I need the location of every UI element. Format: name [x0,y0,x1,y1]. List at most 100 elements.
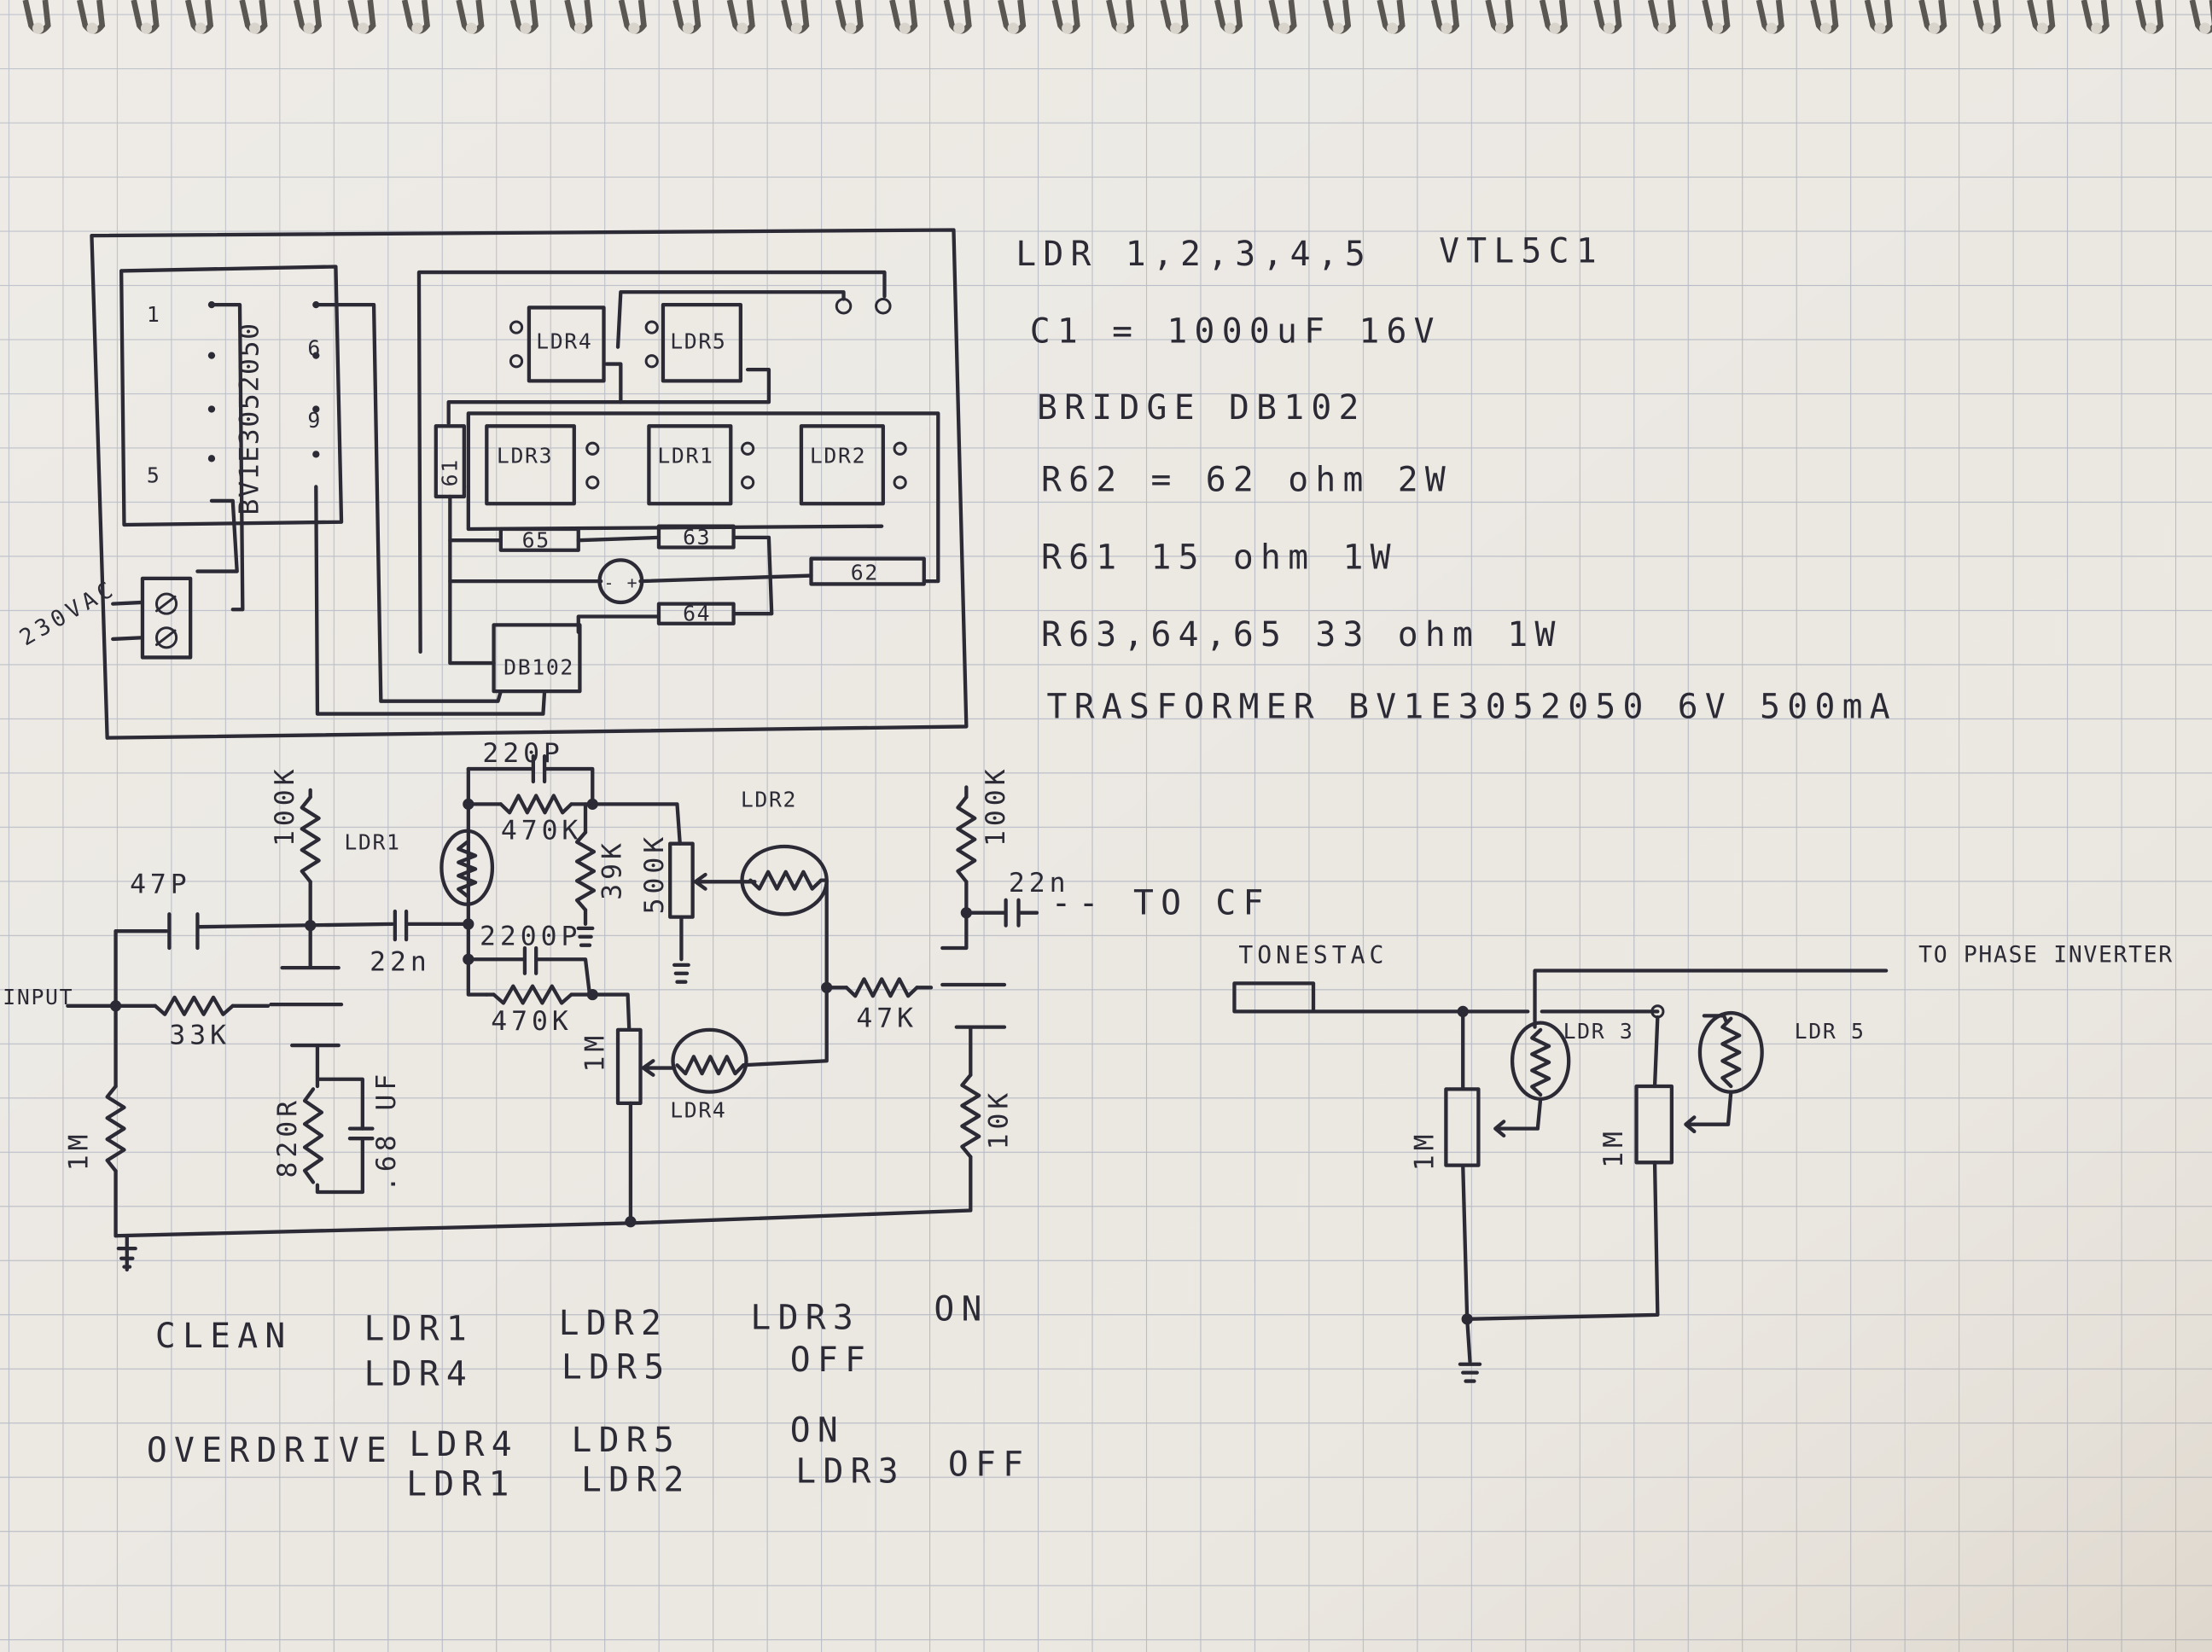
clean-on-ldr: LDR1 [364,1310,474,1349]
ldr1-symbol [439,829,495,906]
resistor-820r [302,1087,324,1184]
binding-hole [1441,22,1452,34]
clean-off-ldr: LDR4 [364,1355,474,1394]
binding-hole [1819,22,1832,34]
r64-label: 64 [683,601,711,625]
note-r61: R61 15 ohm 1W [1041,538,1398,577]
ldr2-module [799,424,885,506]
c2200p-label: 2200P [480,922,581,952]
r63-label: 63 [683,525,711,550]
ldr4-resistor [675,1055,746,1076]
ldr4-label: LDR4 [670,1097,726,1122]
wire [448,494,496,666]
pin-1-label: 1 [147,302,161,327]
pot1m-label: 1M [580,1032,611,1073]
input-label: INPUT [3,985,73,1009]
r1m-grid-label: 1M [63,1130,94,1171]
capacitor-c1 [597,558,644,605]
binding-hole [1982,22,1994,34]
binding-hole [140,22,153,34]
capacitor-22n [393,909,470,942]
overdrive-on-ldr: LDR4 [409,1425,519,1464]
wire [615,290,846,349]
ldr3-label: LDR3 [497,443,553,468]
ldr1-label: LDR1 [344,829,400,854]
overdrive-mode-label: OVERDRIVE [147,1431,393,1470]
binding-hole [1007,22,1019,34]
resistor-100k-plate-2 [956,794,977,884]
binding-hole [195,22,207,34]
binding-hole [1224,22,1236,34]
clean-on-state: ON [934,1289,988,1329]
note-transformer: TRASFORMER BV1E3052050 6V 500mA [1047,688,1897,727]
overdrive-off-ldr: LDR3 [795,1452,905,1492]
ldr4-symbol [671,1027,748,1094]
binding-hole [411,22,423,34]
pot-wiper-arrow [693,872,757,891]
resistor-1m-grid [105,1084,126,1173]
mode-table: CLEAN LDR1 LDR2 LDR3 ON LDR4 LDR5 OFF OV… [147,1289,1030,1504]
tube-2-grid [940,982,1007,1029]
binding-hole [1062,22,1074,34]
binding-hole [32,22,44,34]
note-ldr-list: LDR 1,2,3,4,5 [1016,235,1372,274]
binding-hole [1549,22,1561,34]
r39k-label: 39K [597,839,627,900]
pin-9-label: 9 [307,408,322,433]
binding-hole [465,22,478,34]
clean-off-ldr: LDR5 [562,1347,672,1387]
ldr5-label: LDR 5 [1795,1019,1866,1044]
binding-hole [1332,22,1344,34]
clean-on-ldr: LDR2 [559,1304,669,1343]
pot-wiper-arrow [641,1059,677,1077]
binding-hole [1603,22,1615,34]
binding-hole [1874,22,1886,34]
transformer-outline [119,265,344,527]
resistor-39k [574,830,597,912]
binding-hole [520,22,532,34]
binding-hole [303,22,315,34]
binding-hole [1115,22,1127,34]
capacitor-220p [466,754,595,806]
capacitor-cathode [347,1126,375,1141]
pot1m-tone-a-label: 1M [1410,1130,1441,1171]
preamp-schematic: INPUT 33K 1M 47P 100K 22n 820R .68 UF LD… [3,738,1271,1272]
c1-polarity: - + [604,573,639,592]
c68uf-label: .68 UF [371,1070,402,1192]
wire [111,600,145,642]
pin-5-label: 5 [147,462,161,487]
capacitor-2200p [466,945,592,997]
ldr2-resistor [748,870,824,891]
clean-on-ldr: LDR3 [750,1298,860,1337]
ldr5-label: LDR5 [670,329,726,353]
ground-icon [1458,1317,1482,1383]
resistor-r62 [809,556,926,586]
binding-hole [248,22,261,34]
overdrive-off-state: OFF [948,1445,1030,1484]
ground-bus [114,1155,973,1238]
r65-label: 65 [522,527,550,552]
output-terminal [875,298,892,315]
ldr5-module [661,302,743,383]
binding-hole [2091,22,2103,34]
ldr3-label: LDR 3 [1563,1019,1634,1044]
note-r63-65: R63,64,65 33 ohm 1W [1041,615,1563,654]
r10k-label: 10K [983,1089,1014,1150]
to-cf-label: -- TO CF [1051,883,1271,922]
binding-hole [1928,22,1940,34]
note-bridge: BRIDGE DB102 [1037,388,1366,428]
r820r-label: 820R [272,1096,303,1178]
binding-hole [682,22,694,34]
resistor-470k-a [498,794,573,815]
spiral-binding [22,0,2212,34]
r470k-a-label: 470K [501,816,582,846]
r100k-plate-2-label: 100K [981,765,1011,846]
binding-hole [1494,22,1507,34]
bridge-label: DB102 [504,654,574,679]
ldr2-label: LDR2 [741,788,797,812]
screw-icon [155,592,178,615]
r33k-label: 33K [169,1020,230,1050]
bridge-rectifier [492,623,582,694]
binding-hole [953,22,965,34]
binding-hole [573,22,586,34]
